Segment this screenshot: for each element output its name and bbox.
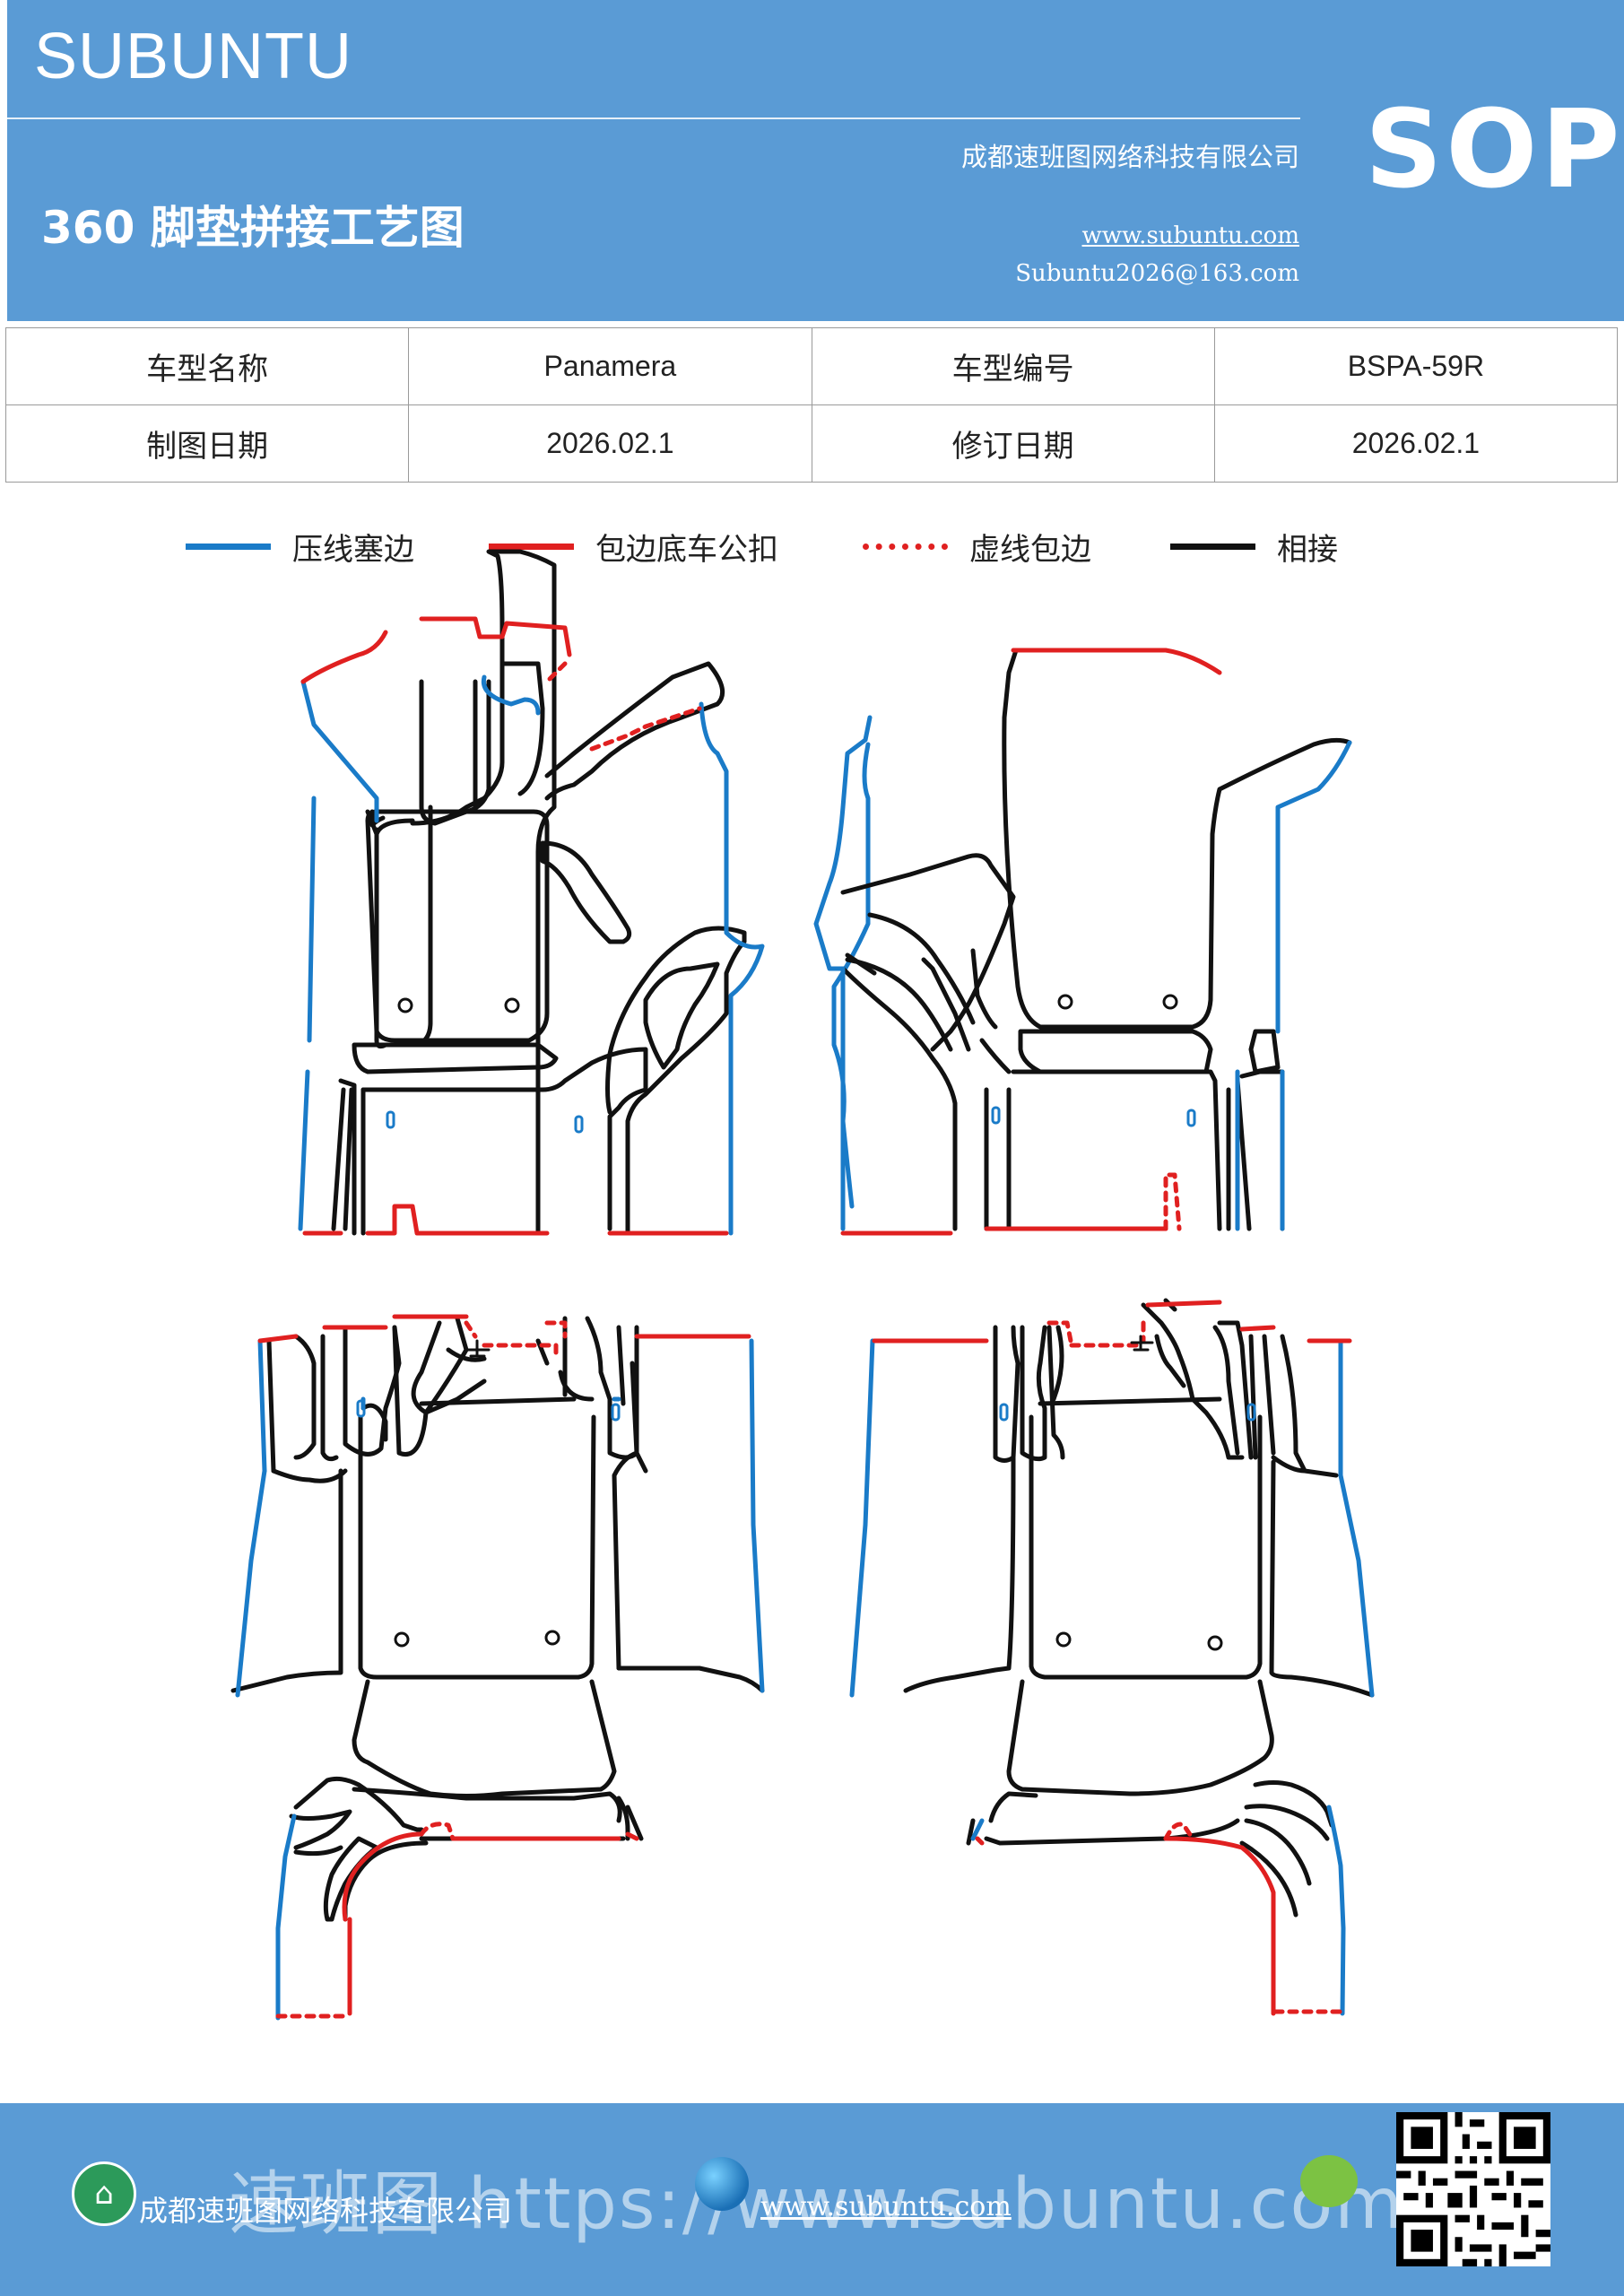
footer-banner: ⌂ 速班图 https://www.subuntu.com 成都速班图网络科技有…	[0, 2103, 1624, 2296]
legend-item-edge-buckle: 包边底车公扣	[489, 525, 778, 569]
table-row: 制图日期 2026.02.1 修订日期 2026.02.1	[4, 404, 1619, 483]
mat-set-rear-left	[230, 1314, 765, 2021]
legend: 压线塞边 包边底车公扣 虚线包边 相接	[0, 525, 1624, 570]
legend-item-join: 相接	[1170, 525, 1338, 569]
legend-label: 压线塞边	[292, 532, 414, 568]
revise-date-label: 修订日期	[811, 404, 1215, 483]
mat-set-front-left	[298, 549, 871, 1236]
company-building-icon: ⌂	[72, 2161, 136, 2226]
qr-code[interactable]	[1396, 2112, 1550, 2266]
brand-logo: SUBUNTU	[34, 21, 353, 92]
sop-badge: SOP	[1365, 88, 1624, 213]
revise-date-value: 2026.02.1	[1213, 404, 1619, 483]
header-divider	[7, 117, 1300, 119]
table-row: 车型名称 Panamera 车型编号 BSPA-59R	[4, 327, 1619, 405]
mat-set-rear-right	[849, 1298, 1375, 2016]
legend-label: 包边底车公扣	[595, 532, 778, 568]
model-code-value: BSPA-59R	[1213, 327, 1619, 405]
email-address: Subuntu2026@163.com	[1015, 260, 1299, 287]
legend-swatch-blue	[186, 544, 271, 550]
footer-watermark: 速班图 https://www.subuntu.com	[229, 2164, 1405, 2245]
info-table: 车型名称 Panamera 车型编号 BSPA-59R 制图日期 2026.02…	[4, 327, 1619, 483]
model-code-label: 车型编号	[811, 327, 1215, 405]
footer-website-link[interactable]: www.subuntu.com	[760, 2191, 1012, 2222]
footer-company-name: 成都速班图网络科技有限公司	[139, 2194, 513, 2228]
mat-set-front-right	[813, 648, 1352, 1236]
model-name-label: 车型名称	[4, 327, 410, 405]
legend-label: 相接	[1277, 532, 1338, 568]
draw-date-value: 2026.02.1	[408, 404, 812, 483]
legend-swatch-black	[1170, 544, 1255, 550]
draw-date-label: 制图日期	[4, 404, 410, 483]
globe-icon	[695, 2157, 749, 2211]
legend-swatch-red	[489, 544, 574, 550]
legend-item-press-line: 压线塞边	[186, 525, 414, 569]
website-link[interactable]: www.subuntu.com	[1081, 222, 1300, 249]
legend-swatch-red-dotted	[863, 544, 948, 550]
wechat-icon	[1300, 2155, 1358, 2207]
legend-label: 虚线包边	[969, 532, 1091, 568]
company-name: 成都速班图网络科技有限公司	[960, 142, 1299, 172]
header-banner: SUBUNTU 360 脚垫拼接工艺图 成都速班图网络科技有限公司 www.su…	[7, 0, 1624, 321]
model-name-value: Panamera	[408, 327, 812, 405]
legend-item-dotted-edge: 虚线包边	[863, 525, 1091, 569]
page-title: 360 脚垫拼接工艺图	[41, 202, 465, 254]
